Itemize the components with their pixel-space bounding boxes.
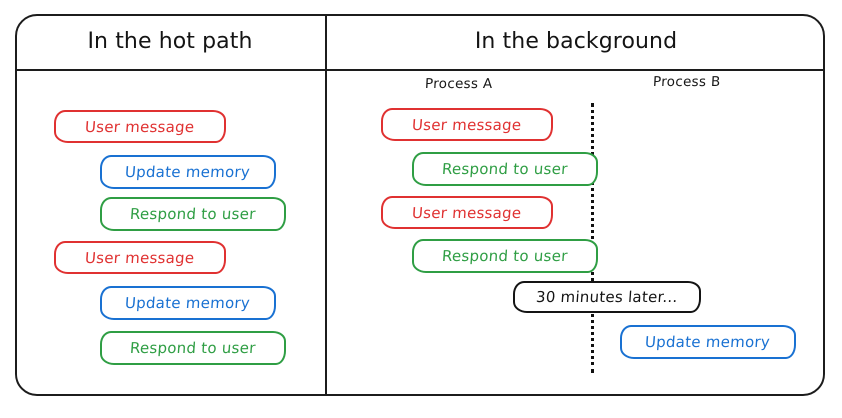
hot-path-step-respond-to-user-2: Respond to user [100,331,286,365]
process-a-step-user-message-2: User message [381,196,553,229]
hot-path-step-user-message-2: User message [54,241,226,274]
process-b-step-update-memory-1: Update memory [620,325,796,359]
column-header-hot-path-label: In the hot path [87,29,253,54]
process-a-step-user-message-1: User message [381,108,553,141]
column-divider-vertical [325,14,327,396]
column-header-hot-path: In the hot path [15,14,325,69]
column-header-background: In the background [327,14,825,69]
process-a-step-label: Respond to user [441,247,569,265]
process-b-step-label: Update memory [644,333,772,351]
header-divider-horizontal [15,69,825,71]
process-b-label: Process B [652,74,721,90]
hot-path-step-respond-to-user-1: Respond to user [100,197,286,231]
hot-path-step-label: Update memory [124,294,252,312]
process-a-step-label: Respond to user [441,160,569,178]
process-a-step-respond-to-user-1: Respond to user [412,152,598,186]
hot-path-step-label: User message [84,248,196,267]
hot-path-step-label: Respond to user [129,205,257,223]
hot-path-step-update-memory-1: Update memory [100,155,276,189]
process-a-step-label: User message [411,203,523,222]
hot-path-step-label: User message [84,117,196,136]
column-header-background-label: In the background [474,29,678,54]
process-a-step-respond-to-user-2: Respond to user [412,239,598,273]
time-gap-note-label: 30 minutes later... [535,288,679,306]
hot-path-step-update-memory-2: Update memory [100,286,276,320]
hot-path-step-label: Update memory [124,163,252,181]
process-a-step-label: User message [411,115,523,134]
hot-path-step-label: Respond to user [129,339,257,357]
process-separator-dotted-line [591,103,594,373]
time-gap-note: 30 minutes later... [513,281,701,313]
process-a-label: Process A [424,76,493,92]
hot-path-step-user-message-1: User message [54,110,226,143]
